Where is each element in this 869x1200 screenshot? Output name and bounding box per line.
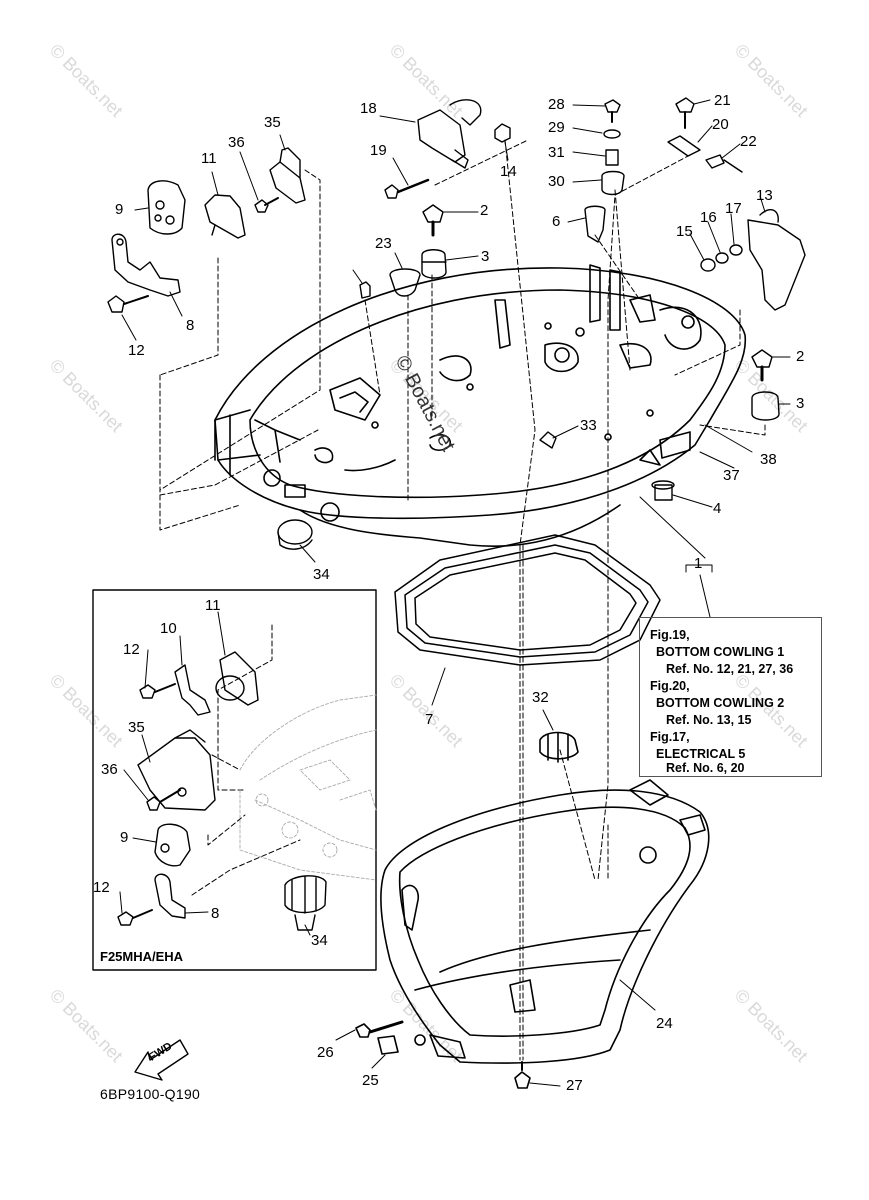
part-number: 21 [714,92,731,109]
part-number: 10 [160,620,177,637]
inset-leader-lines [119,611,311,936]
gasket [394,534,661,666]
ref-line: BOTTOM COWLING 1 [656,645,785,659]
part-number: 18 [360,100,377,117]
part-number: 29 [548,119,565,136]
part-number: 3 [796,395,805,412]
part-number: 25 [362,1072,379,1089]
ref-line: Fig.17, [650,730,690,744]
part-number: 14 [500,163,517,180]
inset-engine-outline [239,694,377,881]
part-number: 7 [425,711,434,728]
part-number: 34 [313,566,330,583]
part-number: 2 [796,348,805,365]
parts-top-middle [277,97,806,550]
part-number: 8 [211,905,220,922]
part-number: 36 [228,134,245,151]
part-number: 19 [370,142,387,159]
ref-line: Fig.19, [650,628,690,642]
part-number: 31 [548,144,565,161]
ref-line: Fig.20, [650,679,690,693]
part-number: 38 [760,451,777,468]
part-number: 28 [548,96,565,113]
part-number: 20 [712,116,729,133]
part-number: 30 [548,173,565,190]
ref-line: ELECTRICAL 5 [656,747,746,761]
part-number: 11 [201,150,217,167]
inset-model-label: F25MHA/EHA [100,949,184,964]
part-number: 12 [123,641,140,658]
part-number: 6 [552,213,561,230]
part-number: 22 [740,133,757,150]
part-number: 32 [532,689,549,706]
leader-lines [121,99,791,1087]
part-number: 27 [566,1077,583,1094]
part-number: 37 [723,467,740,484]
ref-line: Ref. No. 13, 15 [666,713,752,727]
part-number: 9 [115,201,124,218]
ref-line: Ref. No. 12, 21, 27, 36 [666,662,794,676]
bottom-cowling-lower [355,731,710,1089]
part-number: 34 [311,932,328,949]
reference-notes-box: Fig.19, BOTTOM COWLING 1 Ref. No. 12, 21… [639,617,822,777]
part-number: 36 [101,761,118,778]
part-number: 1 [694,555,703,572]
part-number: 23 [375,235,392,252]
part-number: 33 [580,417,597,434]
ref-line: Ref. No. 6, 20 [666,761,745,775]
inset-parts [117,651,327,931]
part-number: 15 [676,223,693,240]
part-number: 13 [756,187,773,204]
part-number: 24 [656,1015,673,1032]
dashed-leaders [159,139,766,1061]
inset-frame [92,589,377,971]
part-number: 9 [120,829,129,846]
part-number: 12 [93,879,110,896]
part-number: 2 [480,202,489,219]
part-number: 11 [205,597,221,614]
bottom-cowling-upper [214,264,747,548]
part-number: 12 [128,342,145,359]
ref-line: BOTTOM COWLING 2 [656,696,785,710]
part-number: 4 [713,500,722,517]
part-number: 35 [264,114,281,131]
part-number: 8 [186,317,195,334]
diagram-code: 6BP9100-Q190 [100,1086,201,1102]
part-number: 16 [700,209,717,226]
part-number: 3 [481,248,490,265]
fwd-arrow-icon [134,1039,189,1081]
part-number: 26 [317,1044,334,1061]
parts-upper-left [107,147,306,313]
part-number: 17 [725,200,742,217]
part-number: 35 [128,719,145,736]
